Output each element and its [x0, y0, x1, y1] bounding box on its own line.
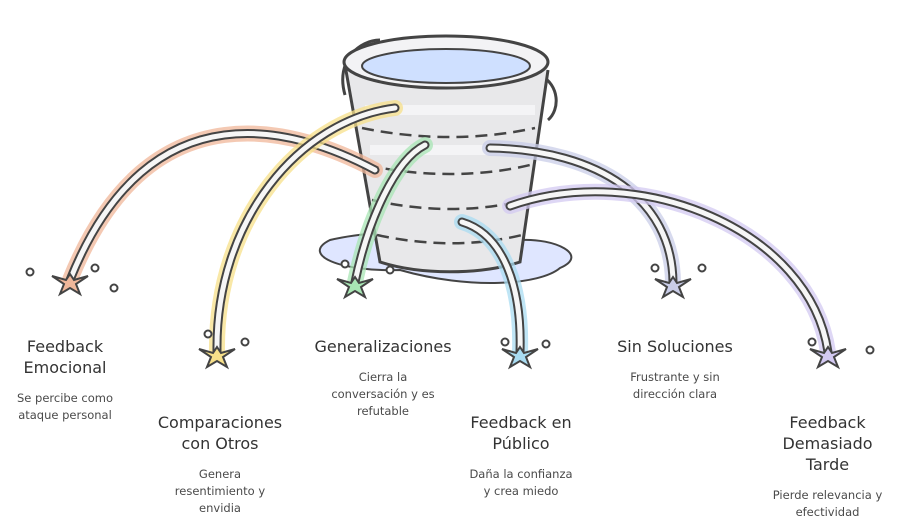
- splash: [501, 345, 539, 370]
- splash: [51, 272, 89, 297]
- item-description: Pierde relevancia y efectividad: [772, 488, 883, 519]
- item-title: Feedback Emocional: [23, 337, 107, 377]
- splash-droplet: [385, 265, 395, 275]
- splash-droplet: [240, 337, 250, 347]
- splash-droplet: [90, 263, 100, 273]
- leak-stream-2: [198, 100, 403, 370]
- item-comparaciones-con-otros: Comparaciones con Otros Genera resentimi…: [145, 412, 295, 517]
- splash: [198, 345, 236, 370]
- splash-droplet: [650, 263, 660, 273]
- stream-core: [214, 105, 398, 355]
- stream-core: [352, 142, 428, 285]
- leak-stream-3: [336, 137, 433, 300]
- splash-droplet: [109, 283, 119, 293]
- splash-droplet: [865, 345, 875, 355]
- splash: [654, 275, 692, 300]
- item-title: Comparaciones con Otros: [157, 413, 283, 453]
- item-sin-soluciones: Sin Soluciones Frustrante y sin direcció…: [600, 336, 750, 403]
- item-feedback-emocional: Feedback Emocional Se percibe como ataqu…: [0, 336, 130, 424]
- splash-droplet: [340, 259, 350, 269]
- bucket-band-1: [361, 126, 536, 139]
- leak-stream-4: [454, 214, 551, 370]
- item-description: Genera resentimiento y envidia: [174, 467, 266, 515]
- bucket-water: [361, 48, 531, 84]
- leak-stream-1: [25, 125, 383, 297]
- item-title: Generalizaciones: [314, 337, 452, 356]
- splash-droplet: [807, 337, 817, 347]
- item-title: Sin Soluciones: [617, 337, 733, 356]
- item-description: Cierra la conversación y es refutable: [331, 370, 435, 418]
- splash: [336, 275, 374, 300]
- item-description: Frustrante y sin dirección clara: [630, 370, 720, 401]
- item-title: Feedback en Público: [470, 413, 572, 453]
- splash-droplet: [203, 329, 213, 339]
- splash-droplet: [500, 337, 510, 347]
- stream-core: [459, 219, 523, 355]
- item-description: Se percibe como ataque personal: [16, 391, 114, 422]
- item-feedback-demasiado-tarde: Feedback Demasiado Tarde Pierde relevanc…: [755, 412, 900, 521]
- splash-droplet: [541, 339, 551, 349]
- item-feedback-en-publico: Feedback en Público Daña la confianza y …: [446, 412, 596, 500]
- item-title: Feedback Demasiado Tarde: [782, 413, 873, 474]
- splash-droplet: [697, 263, 707, 273]
- bucket-band-2: [366, 163, 531, 176]
- stream-core: [67, 131, 378, 283]
- splash-droplet: [25, 267, 35, 277]
- leak-stream-6: [502, 183, 875, 370]
- stream-core: [507, 189, 831, 355]
- item-generalizaciones: Generalizaciones Cierra la conversación …: [298, 336, 468, 420]
- item-description: Daña la confianza y crea miedo: [469, 467, 573, 498]
- splash: [809, 345, 847, 370]
